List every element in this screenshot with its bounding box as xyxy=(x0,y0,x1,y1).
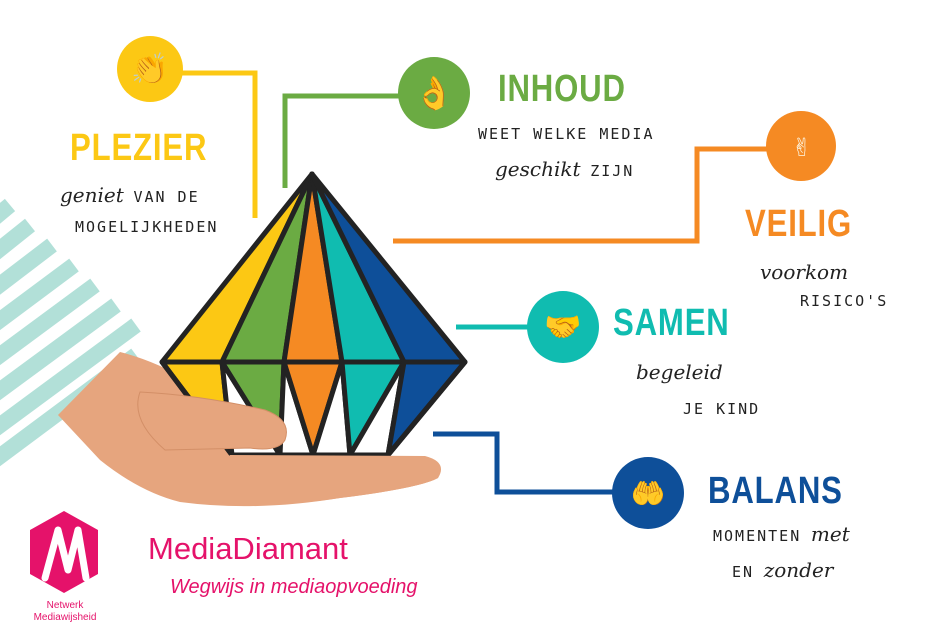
clapping-hands-icon: 👏 xyxy=(117,36,183,102)
veilig-desc-line2: RISICO'S xyxy=(800,292,889,310)
product-name: MediaDiamant xyxy=(148,531,348,566)
plezier-title: PLEZIER xyxy=(70,127,208,169)
samen-desc-line2: JE KIND xyxy=(683,400,761,418)
peace-hand-icon: ✌ xyxy=(766,111,836,181)
handshake-icon: 🤝 xyxy=(527,291,599,363)
veilig-title: VEILIG xyxy=(745,203,853,245)
ok-hand-icon: 👌 xyxy=(398,57,470,129)
inhoud-desc-line1: WEET WELKE MEDIA xyxy=(478,125,655,143)
balans-desc-line1: MOMENTEN met xyxy=(713,522,850,546)
inhoud-desc-line2: geschikt ZIJN xyxy=(495,157,635,181)
tagline: Wegwijs in mediaopvoeding xyxy=(170,576,418,598)
veilig-desc-script: voorkom xyxy=(760,260,849,284)
balance-hands-icon: 🤲 xyxy=(612,457,684,529)
balans-title: BALANS xyxy=(708,470,843,512)
balans-desc-line2: EN zonder xyxy=(732,558,834,582)
plezier-desc-line2: MOGELIJKHEDEN xyxy=(75,218,219,236)
samen-title: SAMEN xyxy=(613,302,730,344)
samen-desc-script: begeleid xyxy=(636,360,723,384)
org-name: Netwerk Mediawijsheid xyxy=(33,600,97,623)
inhoud-title: INHOUD xyxy=(498,68,626,110)
plezier-desc: geniet VAN DE xyxy=(60,183,200,207)
